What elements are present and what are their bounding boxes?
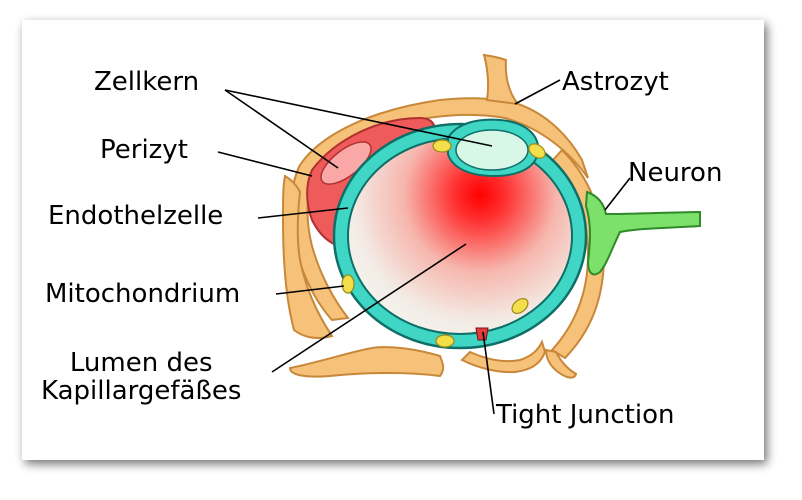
mitochondrium-2 [528,143,546,159]
label-lumen-line1: Lumen des [69,348,213,378]
leader-lines [217,79,631,415]
label-astrozyt: Astrozyt [562,67,669,97]
label-endothelzelle: Endothelzelle [48,201,224,231]
label-lumen: Lumen des Kapillargefäßes [41,349,241,405]
label-perizyt: Perizyt [100,135,188,165]
tight-junction-mark [475,327,489,341]
mitochondrium-5 [435,334,455,348]
mitochondrium-1 [432,139,452,153]
mitochondrium-4 [511,298,529,314]
mitochondrium-3 [341,274,355,294]
endothelial-nucleus [455,129,529,171]
label-neuron: Neuron [628,158,723,188]
label-tight-junction: Tight Junction [496,400,675,430]
label-mitochondrium: Mitochondrium [45,279,241,309]
pericyte-nucleus [320,141,372,185]
label-lumen-line2: Kapillargefäßes [41,376,242,406]
mitochondria [341,139,546,348]
label-zellkern: Zellkern [94,67,200,97]
astrocyte [281,53,606,379]
neuron-shape [584,190,701,276]
